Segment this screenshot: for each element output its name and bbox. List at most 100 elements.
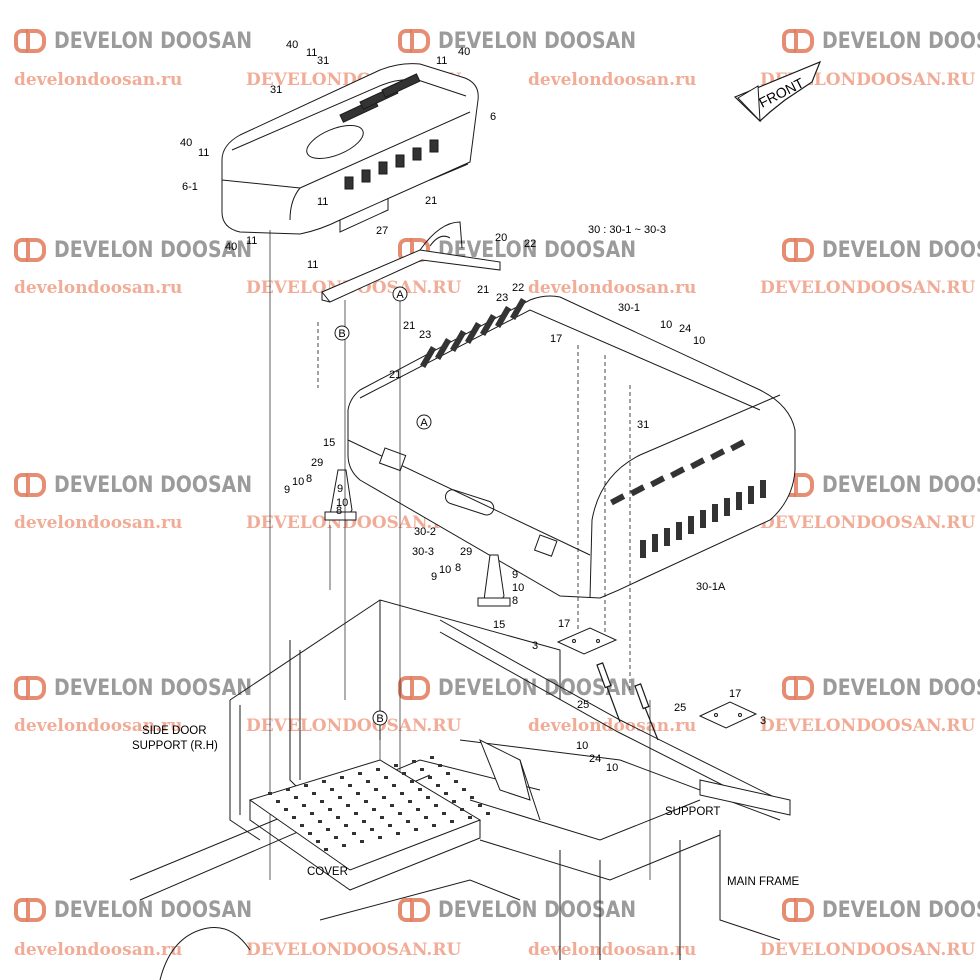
part-number-label: 10	[693, 335, 705, 347]
cover-hole	[374, 788, 378, 791]
watermark-url: develondoosan.ru	[14, 70, 183, 90]
watermark-logo: DEVELON DOOSAN	[14, 26, 284, 56]
part-number-label: 30 : 30-1 ~ 30-3	[588, 224, 666, 236]
cover-hole	[316, 840, 320, 843]
cover-hole	[360, 840, 364, 843]
cover-hole	[284, 808, 288, 811]
cover-hole	[470, 796, 474, 799]
cover-hole	[378, 836, 382, 839]
cover-hole	[382, 796, 386, 799]
cover-hole	[406, 820, 410, 823]
cover-hole	[414, 828, 418, 831]
cover-hole	[310, 812, 314, 815]
callout-a-label: A	[396, 289, 404, 301]
part-number-label: 31	[270, 84, 282, 96]
watermark-brand: DEVELON DOOSAN	[822, 675, 980, 701]
watermark-brand: DEVELON DOOSAN	[54, 472, 253, 498]
part-number-label: 17	[729, 688, 741, 700]
cover-hole	[410, 780, 414, 783]
cover-hole	[286, 788, 290, 791]
part-number-label: 27	[376, 225, 388, 237]
cover-hole	[300, 824, 304, 827]
part-number-label: 6-1	[182, 181, 198, 193]
part-number-label: 17	[558, 618, 570, 630]
watermark-url: develondoosan.ru	[14, 940, 183, 960]
cover-hole	[416, 808, 420, 811]
callout-b-label: B	[376, 713, 383, 725]
cover-hole	[366, 780, 370, 783]
part-number-label: 30-2	[414, 526, 436, 538]
captions: SIDE DOOR SUPPORT (R.H) SUPPORT COVER MA…	[132, 725, 800, 888]
cover-hole	[302, 804, 306, 807]
part-number-label: 31	[317, 55, 329, 67]
watermark-url: develondoosan.ru	[528, 940, 697, 960]
cover-hole	[486, 812, 490, 815]
cover-hole	[432, 824, 436, 827]
part-number-label: 30-1A	[696, 581, 726, 593]
callout-b-1: B	[334, 325, 350, 341]
part-number-label: 9	[337, 483, 343, 495]
cover-hole	[320, 800, 324, 803]
part-number-label: 10	[660, 319, 672, 331]
plate-3-right	[698, 701, 758, 729]
part-number-label: 8	[306, 473, 312, 485]
callout-a-2: A	[416, 414, 432, 430]
cover-hole	[428, 776, 432, 779]
cover-hole	[294, 796, 298, 799]
cover-hole	[444, 792, 448, 795]
watermark-brand: DEVELON DOOSAN	[822, 237, 980, 263]
cover-hole	[388, 824, 392, 827]
watermark-url: DEVELONDOOSAN.RU	[760, 278, 976, 298]
cover-hole	[418, 788, 422, 791]
part-number-label: 29	[460, 546, 472, 558]
cover-hole	[478, 804, 482, 807]
part-number-label: 30-1	[618, 302, 640, 314]
cover-hole	[362, 820, 366, 823]
cover-hole	[400, 792, 404, 795]
part-number-label: 10	[512, 582, 524, 594]
cover-hole	[312, 792, 316, 795]
part-number-label: 9	[284, 484, 290, 496]
cover-hole	[430, 756, 434, 759]
watermark-url: develondoosan.ru	[528, 278, 697, 298]
cover-hole	[380, 816, 384, 819]
brand-mark-icon	[782, 236, 816, 264]
cover-hole	[436, 784, 440, 787]
bracket-27	[321, 221, 501, 303]
cover-hole	[396, 832, 400, 835]
watermark-logo: DEVELON DOOSAN	[398, 26, 668, 56]
cover-hole	[344, 824, 348, 827]
cover-hole	[438, 764, 442, 767]
part-number-label: 40	[225, 241, 237, 253]
caption-side-door: SIDE DOOR	[142, 725, 207, 737]
cover-hole	[268, 792, 272, 795]
part-number-label: 3	[760, 715, 766, 727]
cover-hole	[338, 796, 342, 799]
part-number-label: 25	[674, 702, 686, 714]
cover-hole	[304, 784, 308, 787]
part-number-label: 25	[577, 699, 589, 711]
part-number-label: 20	[495, 232, 507, 244]
part-number-label: 21	[425, 195, 437, 207]
part-number-label: 11	[198, 147, 209, 159]
front-arrow-icon: FRONT	[733, 60, 822, 123]
cover-hole	[340, 776, 344, 779]
cover-hole	[364, 800, 368, 803]
part-number-label: 40	[286, 39, 298, 51]
cover-hole	[324, 848, 328, 851]
cover-hole	[392, 784, 396, 787]
part-number-label: 24	[589, 753, 601, 765]
watermark-logo: DEVELON DOOSAN	[782, 26, 980, 56]
watermark-brand: DEVELON DOOSAN	[438, 28, 637, 54]
brand-mark-icon	[14, 236, 48, 264]
cover-hole	[328, 808, 332, 811]
part-number-label: 15	[323, 437, 335, 449]
part-number-label: 11	[307, 259, 318, 271]
watermark-brand: DEVELON DOOSAN	[54, 675, 253, 701]
part-number-label: 8	[455, 562, 461, 574]
caption-side-door-support: SUPPORT (R.H)	[132, 740, 218, 752]
cover-hole	[394, 764, 398, 767]
part-number-label: 6	[490, 111, 496, 123]
watermark-url: develondoosan.ru	[14, 513, 183, 533]
part-number-label: 10	[292, 476, 304, 488]
